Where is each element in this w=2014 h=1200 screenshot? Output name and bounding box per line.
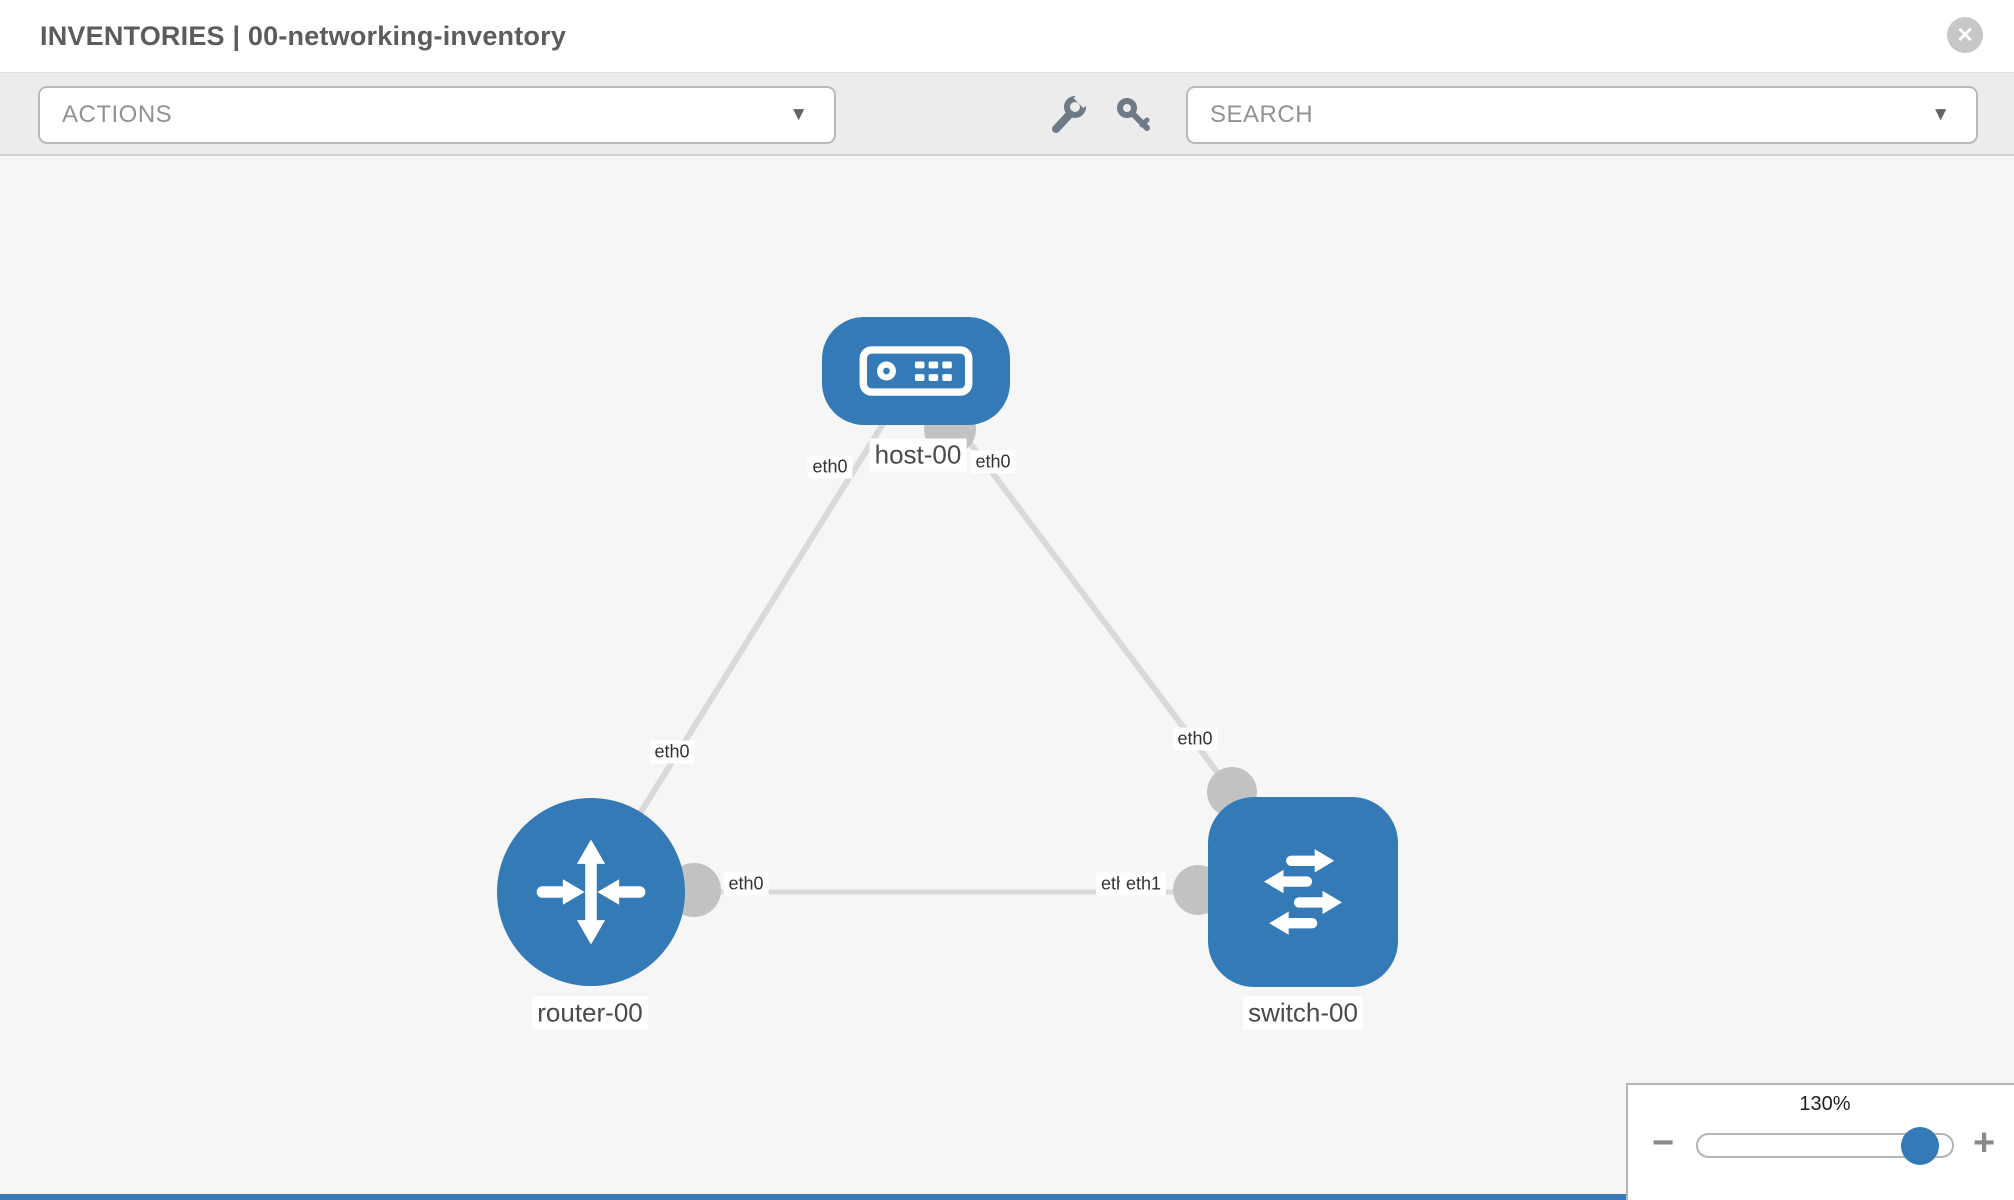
toolbar: ACTIONS ▼ SEARCH ▼	[0, 72, 2014, 156]
interface-label-switch-eth1: eth1	[1120, 872, 1167, 896]
bottom-accent-bar	[0, 1194, 1628, 1200]
actions-dropdown-label: ACTIONS	[62, 101, 173, 128]
search-dropdown-label: SEARCH	[1210, 101, 1314, 128]
node-label-switch: switch-00	[1243, 996, 1363, 1030]
node-host-00[interactable]	[822, 317, 1010, 425]
node-switch-00[interactable]	[1208, 797, 1398, 987]
interface-label-host-eth0-left: eth0	[807, 455, 853, 479]
links-layer	[588, 369, 1303, 917]
search-dropdown[interactable]: SEARCH ▼	[1186, 86, 1978, 144]
header-bar: INVENTORIES | 00-networking-inventory ✕	[0, 0, 2014, 72]
zoom-level-value: 130%	[1799, 1093, 1851, 1115]
node-label-router: router-00	[532, 996, 648, 1030]
node-label-host: host-00	[869, 438, 967, 472]
actions-dropdown[interactable]: ACTIONS ▼	[38, 86, 836, 144]
zoom-slider-thumb[interactable]	[1901, 1127, 1939, 1165]
link-router-host[interactable]	[588, 369, 919, 894]
server-icon	[859, 346, 973, 396]
zoom-control-panel: 130% − +	[1626, 1083, 2014, 1200]
close-icon[interactable]: ✕	[1947, 17, 1983, 53]
interface-label-host-eth0-right: eth0	[970, 450, 1016, 474]
chevron-down-icon: ▼	[1931, 104, 1950, 125]
switch-icon	[1264, 849, 1342, 935]
page-title: INVENTORIES | 00-networking-inventory	[40, 21, 567, 51]
topology-canvas[interactable]: host-00 router-00 switch-00 eth0 eth0 et…	[0, 156, 2014, 1200]
interface-label-router-eth0-right: eth0	[723, 872, 769, 896]
close-glyph: ✕	[1956, 23, 1974, 47]
zoom-slider-track[interactable]	[1696, 1127, 1954, 1165]
node-router-00[interactable]	[497, 798, 685, 986]
interface-label-switch-eth0-top: eth0	[1172, 727, 1218, 751]
wrench-icon[interactable]	[1048, 94, 1090, 136]
chevron-down-icon: ▼	[789, 104, 808, 125]
key-icon[interactable]	[1114, 96, 1156, 138]
interface-label-router-eth0-top: eth0	[649, 740, 695, 764]
router-icon	[536, 839, 646, 945]
